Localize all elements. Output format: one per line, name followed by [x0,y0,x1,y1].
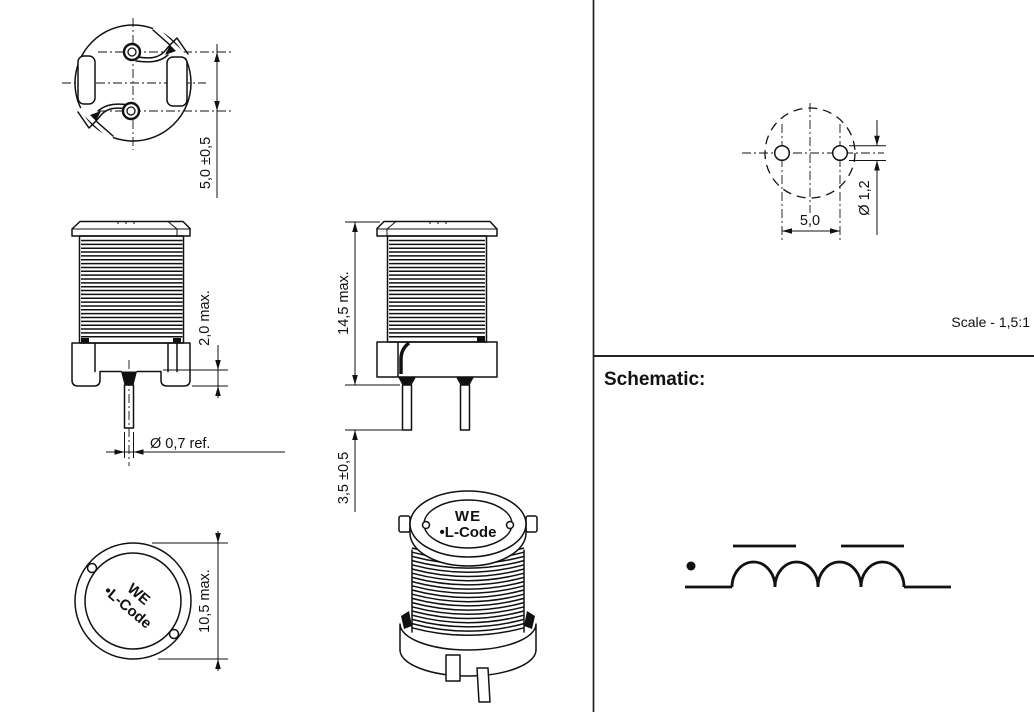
arrow-down-icon [214,101,220,111]
dim-body-diameter: 10,5 max. [197,569,213,633]
arrow-left-icon [133,449,144,455]
dim-lines [345,429,404,512]
arrow-up-icon [215,386,221,396]
tab-notch-right [168,628,180,640]
marking-lcode: •L-Code [440,524,497,541]
coil-windings [81,239,183,338]
schematic-section-label: Schematic: [604,369,705,390]
arrow-up-icon [214,52,220,62]
arrow-down-icon [352,375,358,385]
dim-pad-pitch: 5,0 [800,213,820,229]
dim-lines [345,221,400,386]
base-clip-right [524,611,535,629]
outer-circle [74,542,192,660]
pin-2-solder-fillet [456,377,474,385]
arrow-up-icon [874,160,880,171]
wire-tip-top [165,45,176,55]
arrow-up-icon [352,222,358,232]
right-cutout [166,56,188,107]
base [376,341,498,378]
wire-hook-top [135,44,171,63]
centerlines [62,18,232,150]
pin-1-solder-fillet [398,377,416,385]
flange-detail [72,221,190,236]
inductor-coils [730,560,906,588]
flange-detail [377,221,497,236]
dim-lines [849,120,886,235]
left-cutout [77,55,96,105]
cap-tab-right [525,515,538,533]
polarity-dot [686,561,696,571]
wire-end-left [81,338,89,343]
base-cylinder [399,623,537,677]
wire-end-right [173,338,181,343]
arrow-down-icon [215,360,221,370]
dim-pin-length: 3,5 ±0,5 [336,452,352,504]
marking-brand: WE [455,508,481,525]
coil-sides [411,549,525,633]
dim-lines [152,531,228,671]
pin-1 [401,384,413,431]
base-clip-left [401,611,412,629]
top-view: 5,0 ±0,5 [62,18,232,198]
wire-end-right [477,337,485,342]
pin-1-core [127,47,137,57]
marking-view: WE •L-Code 10,5 max. [74,531,228,671]
wire-bend [399,341,411,374]
wire-tip-bottom [90,111,101,121]
base [71,342,191,387]
arrow-down-icon [874,135,880,146]
cap-tab-left [398,515,411,533]
footprint-view: 5,0 Ø 1,2 [742,103,886,240]
coil-windings [389,239,485,338]
arrow-up-icon [352,430,358,440]
base-notch [445,654,461,682]
hole-2 [831,144,849,162]
dim-drill-diameter: Ø 1,2 [857,180,873,215]
arrow-down-icon [215,533,221,543]
perspective-view: WE •L-Code [398,490,538,703]
rim-notch-top-right [152,29,189,55]
tab-notch-left [86,562,98,574]
dim-height: 14,5 max. [336,271,352,335]
arrow-left-icon [782,228,792,234]
dim-pin-spacing: 5,0 ±0,5 [198,137,214,189]
marking-text-group: WE •L-Code [100,580,155,632]
centerlines [742,103,884,240]
arrow-right-icon [114,449,125,455]
side-view-rotated: 14,5 max. 3,5 ±0,5 [336,220,498,512]
cap-notch-left [421,520,431,530]
hole-1 [773,144,791,162]
inner-circle [84,552,182,650]
dim-pin-diameter: Ø 0,7 ref. [150,436,210,452]
pin-2-core [126,106,136,116]
body-outline-circle [74,24,192,142]
side-view-front: 2,0 max. Ø 0,7 ref. [71,220,285,466]
rim-notch-bottom-left [77,111,114,137]
inductor-symbol [685,544,951,589]
arrow-right-icon [830,228,840,234]
pin-2 [459,384,471,431]
arrow-up-icon [215,659,221,669]
pin [476,667,491,703]
scale-note: Scale - 1,5:1 [951,314,1030,330]
dim-standoff: 2,0 max. [197,290,213,346]
cap-notch-right [505,520,515,530]
